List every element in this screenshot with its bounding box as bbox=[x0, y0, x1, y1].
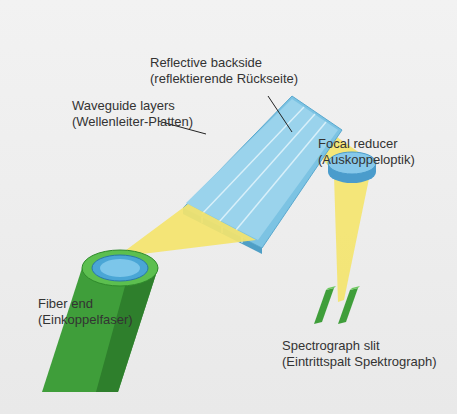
part-label: Fiber end bbox=[38, 296, 93, 312]
slit-bars bbox=[314, 286, 360, 324]
part-label-german: (Auskoppeloptik) bbox=[318, 152, 415, 168]
part-label: Waveguide layers bbox=[72, 98, 175, 114]
part-label-german: (Wellenleiter-Platten) bbox=[72, 114, 193, 130]
leader-line bbox=[268, 96, 292, 132]
part-label: Focal reducer bbox=[318, 136, 397, 152]
part-label: Spectrograph slit bbox=[282, 338, 380, 354]
part-label: Reflective backside bbox=[150, 55, 262, 71]
part-label-german: (reflektierende Rückseite) bbox=[150, 71, 298, 87]
part-label-german: (Einkoppelfaser) bbox=[38, 312, 133, 328]
focused-beam bbox=[334, 164, 372, 302]
part-label-german: (Eintrittspalt Spektrograph) bbox=[282, 354, 437, 370]
